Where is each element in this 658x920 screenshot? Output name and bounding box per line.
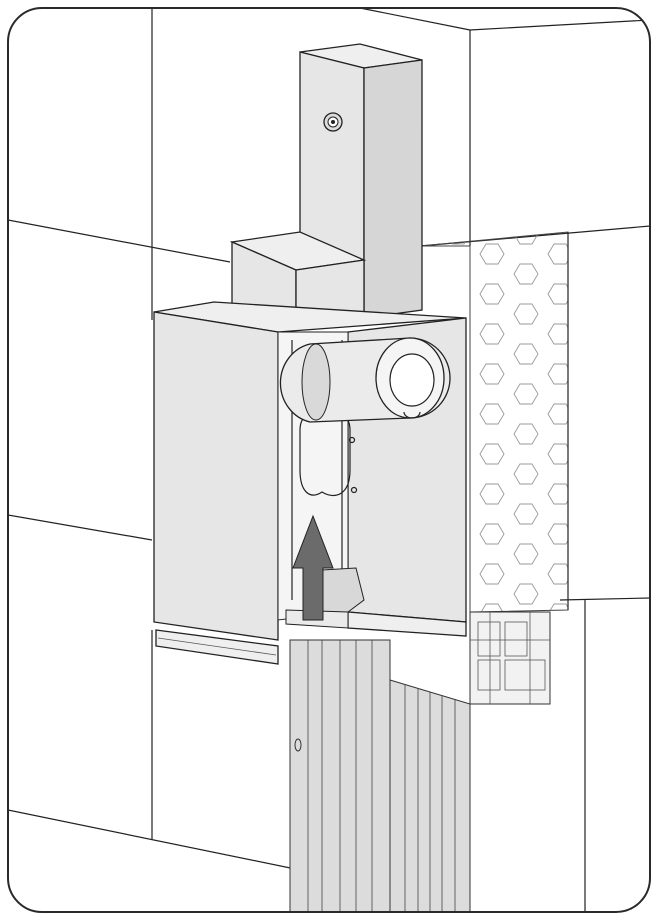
guide-rails	[289, 639, 471, 912]
roller-tube	[279, 337, 451, 423]
mounting-bracket	[229, 43, 423, 323]
window-frame-profile	[469, 611, 551, 705]
bolt-icon	[323, 112, 343, 132]
rail-screw-hole	[294, 738, 302, 752]
arrow-up-icon	[292, 514, 334, 621]
insulation-layer	[419, 231, 569, 613]
frame-border	[7, 7, 651, 913]
